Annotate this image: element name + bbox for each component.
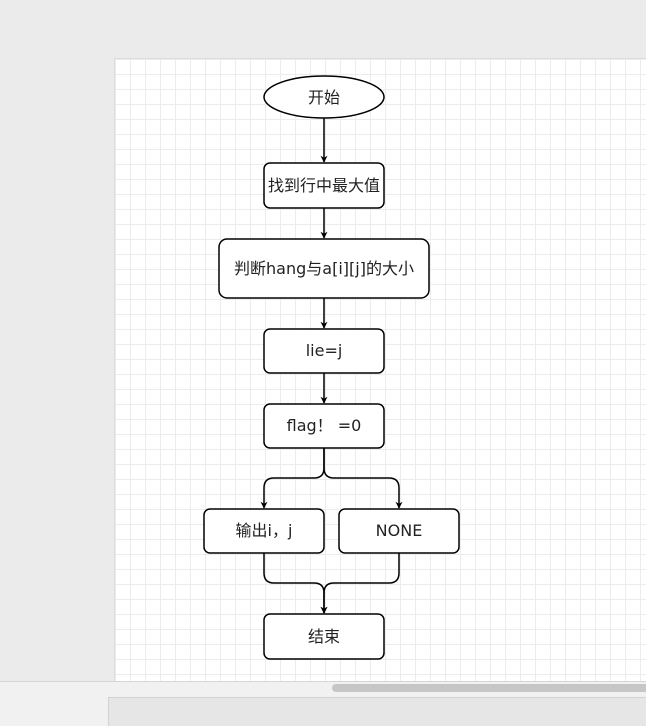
page-tabs-bar: [108, 697, 646, 726]
node-assign[interactable]: lie=j: [263, 328, 385, 374]
node-find-max[interactable]: 找到行中最大值: [263, 162, 385, 209]
node-flag-check-label: flag！ =0: [287, 416, 362, 435]
node-find-max-label: 找到行中最大值: [268, 176, 380, 195]
flowchart: 开始 找到行中最大值 判断hang与a[i][j]的大小 lie=j flag！…: [203, 75, 460, 660]
node-start-label: 开始: [308, 88, 340, 107]
edge-flag-check-to-none[interactable]: [323, 448, 403, 509]
node-output[interactable]: 输出i，j: [203, 508, 325, 554]
node-flag-check[interactable]: flag！ =0: [263, 403, 385, 449]
node-end-label: 结束: [308, 627, 340, 646]
node-output-label: 输出i，j: [236, 521, 293, 540]
node-assign-label: lie=j: [306, 341, 343, 360]
node-none-label: NONE: [376, 521, 423, 540]
node-start[interactable]: 开始: [263, 75, 385, 119]
node-compare-label: 判断hang与a[i][j]的大小: [234, 259, 414, 278]
scrollbar-thumb[interactable]: [332, 684, 646, 692]
node-none[interactable]: NONE: [338, 508, 460, 554]
node-compare[interactable]: 判断hang与a[i][j]的大小: [218, 238, 430, 299]
edge-none-to-end[interactable]: [320, 553, 400, 614]
node-end[interactable]: 结束: [263, 613, 385, 660]
horizontal-scrollbar[interactable]: [114, 683, 646, 693]
drawing-canvas[interactable]: 开始 找到行中最大值 判断hang与a[i][j]的大小 lie=j flag！…: [114, 58, 646, 689]
edge-output-to-end[interactable]: [263, 553, 328, 614]
edge-flag-check-to-output[interactable]: [260, 448, 325, 509]
